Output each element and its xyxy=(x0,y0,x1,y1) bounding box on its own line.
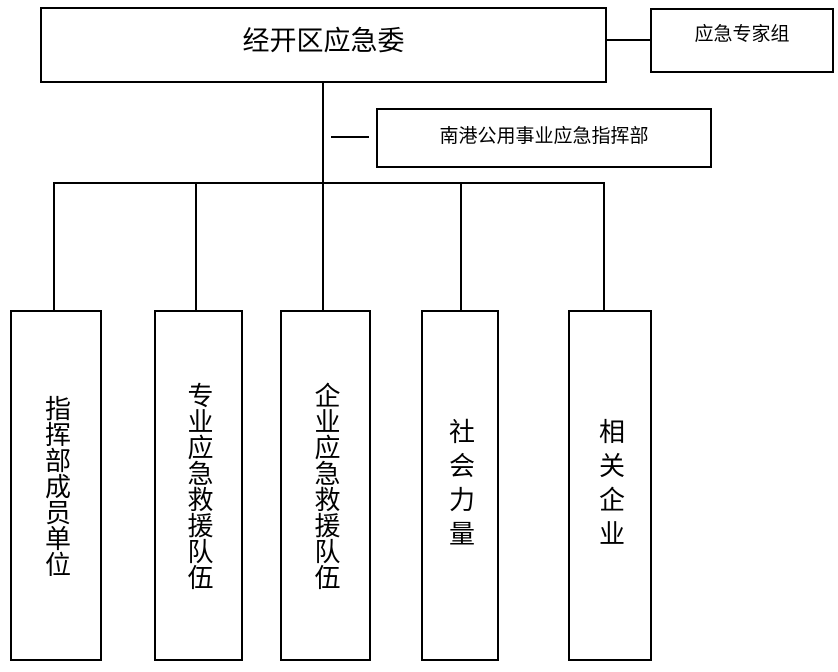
root-node-box: 经开区应急委 xyxy=(40,7,607,83)
child-node-label: 指挥部成员单位 xyxy=(40,394,71,577)
expert-group-label: 应急专家组 xyxy=(694,23,790,45)
child-node-box: 指挥部成员单位 xyxy=(10,310,102,661)
connector-branch-1 xyxy=(53,182,55,310)
child-node-box: 相关企业 xyxy=(568,310,652,661)
child-node-label: 企业应急救援队伍 xyxy=(310,381,340,590)
expert-group-box: 应急专家组 xyxy=(650,8,834,73)
connector-branch-4 xyxy=(460,182,462,310)
connector-branch-5 xyxy=(603,182,605,310)
child-node-label: 社会力量 xyxy=(444,417,475,554)
child-node-box: 社会力量 xyxy=(421,310,499,661)
child-node-box: 专业应急救援队伍 xyxy=(154,310,243,661)
child-node-label: 专业应急救援队伍 xyxy=(183,381,213,590)
child-node-label: 相关企业 xyxy=(594,417,625,554)
connector-trunk-command xyxy=(331,136,369,138)
child-node-box: 企业应急救援队伍 xyxy=(280,310,371,661)
command-center-label: 南港公用事业应急指挥部 xyxy=(439,124,649,147)
connector-root-expert xyxy=(607,39,650,41)
command-center-box: 南港公用事业应急指挥部 xyxy=(376,108,712,168)
connector-branch-bar xyxy=(53,182,605,184)
root-node-label: 经开区应急委 xyxy=(242,25,405,57)
connector-root-trunk xyxy=(322,83,324,311)
connector-branch-2 xyxy=(195,182,197,310)
